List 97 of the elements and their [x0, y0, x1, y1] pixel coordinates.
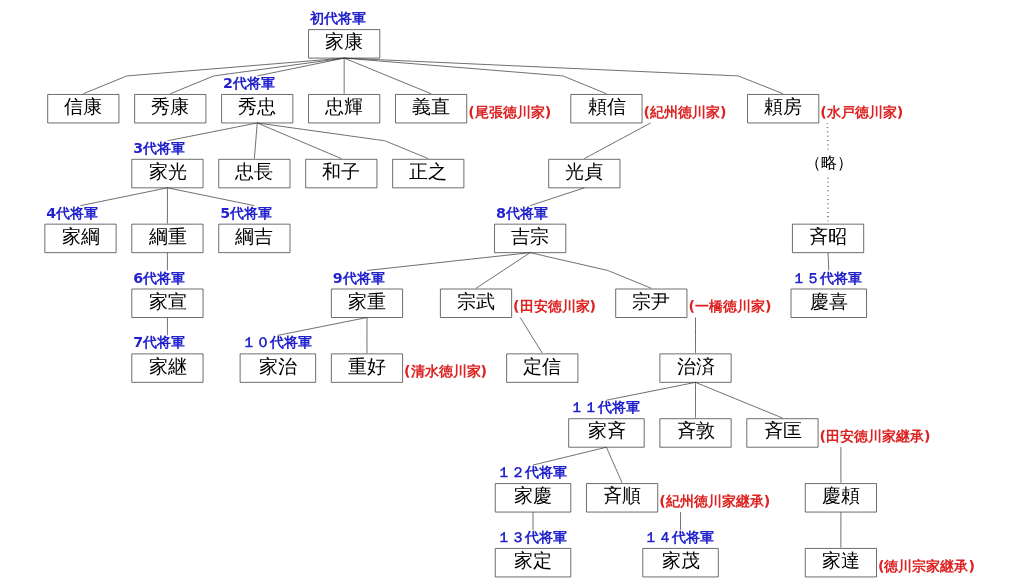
connector	[167, 122, 258, 142]
connector	[343, 57, 345, 95]
node-label: 6代将軍	[133, 269, 186, 286]
node-box: 家綱	[44, 223, 117, 254]
node-box: 義直	[395, 94, 468, 124]
node-label: (水戸徳川家)	[820, 103, 904, 120]
node-box: 斉敦	[659, 418, 732, 448]
node-label: 9代将軍	[332, 269, 385, 286]
node-text: （略）	[804, 153, 853, 173]
connector	[169, 57, 345, 95]
node-box: 定信	[506, 353, 579, 383]
node-box: 信康	[47, 94, 120, 124]
connector	[529, 187, 585, 206]
connector	[256, 57, 345, 77]
node-label: １２代将軍	[496, 464, 567, 481]
node-box: 和子	[305, 158, 378, 189]
node-box: 斉昭	[792, 223, 865, 254]
node-box: 忠輝	[308, 94, 381, 124]
connector	[695, 317, 696, 354]
node-box: 斉順	[586, 483, 659, 513]
node-box: 家康	[308, 29, 381, 59]
node-box: 光貞	[548, 158, 621, 189]
node-box: 慶喜	[790, 288, 867, 318]
connector	[695, 382, 783, 419]
node-box: 宗尹	[615, 288, 688, 318]
node-label: １３代将軍	[496, 529, 567, 546]
connector	[343, 57, 784, 95]
node-box: 家治	[239, 353, 316, 383]
node-box: 家光	[131, 158, 204, 189]
node-label: (一橋徳川家)	[688, 298, 772, 315]
connector	[366, 317, 368, 354]
connector	[167, 317, 168, 336]
node-box: 秀康	[134, 94, 207, 124]
connector	[584, 122, 651, 159]
connector	[840, 446, 842, 484]
connector	[167, 187, 168, 224]
node-label: 5代将軍	[220, 204, 273, 221]
node-box: 正之	[392, 158, 465, 189]
node-box: 家継	[131, 353, 204, 383]
node-box: 家定	[494, 548, 572, 578]
node-box: 家斉	[568, 418, 645, 448]
connector	[254, 122, 258, 159]
node-box: 斉匡	[746, 418, 819, 448]
connector	[167, 252, 168, 271]
node-box: 家重	[331, 288, 403, 318]
node-box: 慶頼	[804, 483, 877, 513]
connector	[80, 187, 168, 206]
connector	[840, 511, 842, 549]
node-label: (田安徳川家)	[513, 298, 597, 315]
node-box: 秀忠	[221, 94, 294, 124]
node-label: 3代将軍	[133, 139, 186, 156]
node-box: 綱吉	[218, 223, 291, 254]
connector	[519, 317, 543, 354]
connector	[343, 57, 607, 95]
node-label: 8代将軍	[495, 204, 548, 221]
connector	[256, 122, 342, 159]
node-label: １０代将軍	[241, 334, 312, 351]
node-box: 綱重	[131, 223, 204, 254]
connector	[680, 511, 681, 531]
node-label: (紀州徳川家)	[643, 103, 727, 120]
node-label: (徳川宗家継承)	[877, 557, 975, 574]
node-box: 家宣	[131, 288, 204, 318]
connector	[606, 382, 696, 401]
connector	[695, 382, 696, 419]
node-label: (紀州徳川家継承)	[659, 492, 771, 509]
connector	[256, 122, 429, 159]
connector	[277, 317, 368, 336]
node-label: 初代将軍	[309, 10, 366, 27]
connector	[532, 446, 607, 466]
node-label: (田安徳川家継承)	[819, 427, 931, 444]
node-label: 7代将軍	[133, 334, 186, 351]
node-label: １１代将軍	[570, 399, 641, 416]
node-box: 家茂	[642, 548, 719, 578]
connector	[827, 252, 830, 271]
node-box: 治済	[659, 353, 732, 383]
connector	[167, 187, 255, 206]
node-label: 2代将軍	[223, 75, 275, 92]
node-box: 家慶	[494, 483, 572, 513]
node-label: (清水徳川家)	[404, 362, 488, 379]
connector	[606, 446, 623, 484]
node-box: 家達	[804, 548, 877, 578]
connector	[82, 57, 345, 95]
connector	[475, 252, 531, 289]
node-label: 4代将軍	[46, 204, 99, 221]
node-box: 宗武	[440, 288, 512, 318]
node-box: 頼信	[570, 94, 643, 124]
node-box: 重好	[331, 353, 403, 383]
node-box: 忠長	[218, 158, 291, 189]
node-box: 頼房	[747, 94, 820, 124]
node-box: 吉宗	[494, 223, 567, 254]
connector	[366, 252, 531, 271]
node-label: １５代将軍	[792, 269, 863, 286]
node-label: １４代将軍	[644, 529, 715, 546]
connector	[532, 511, 534, 531]
node-label: (尾張徳川家)	[468, 103, 552, 120]
connector	[529, 252, 652, 289]
connector	[343, 57, 432, 95]
